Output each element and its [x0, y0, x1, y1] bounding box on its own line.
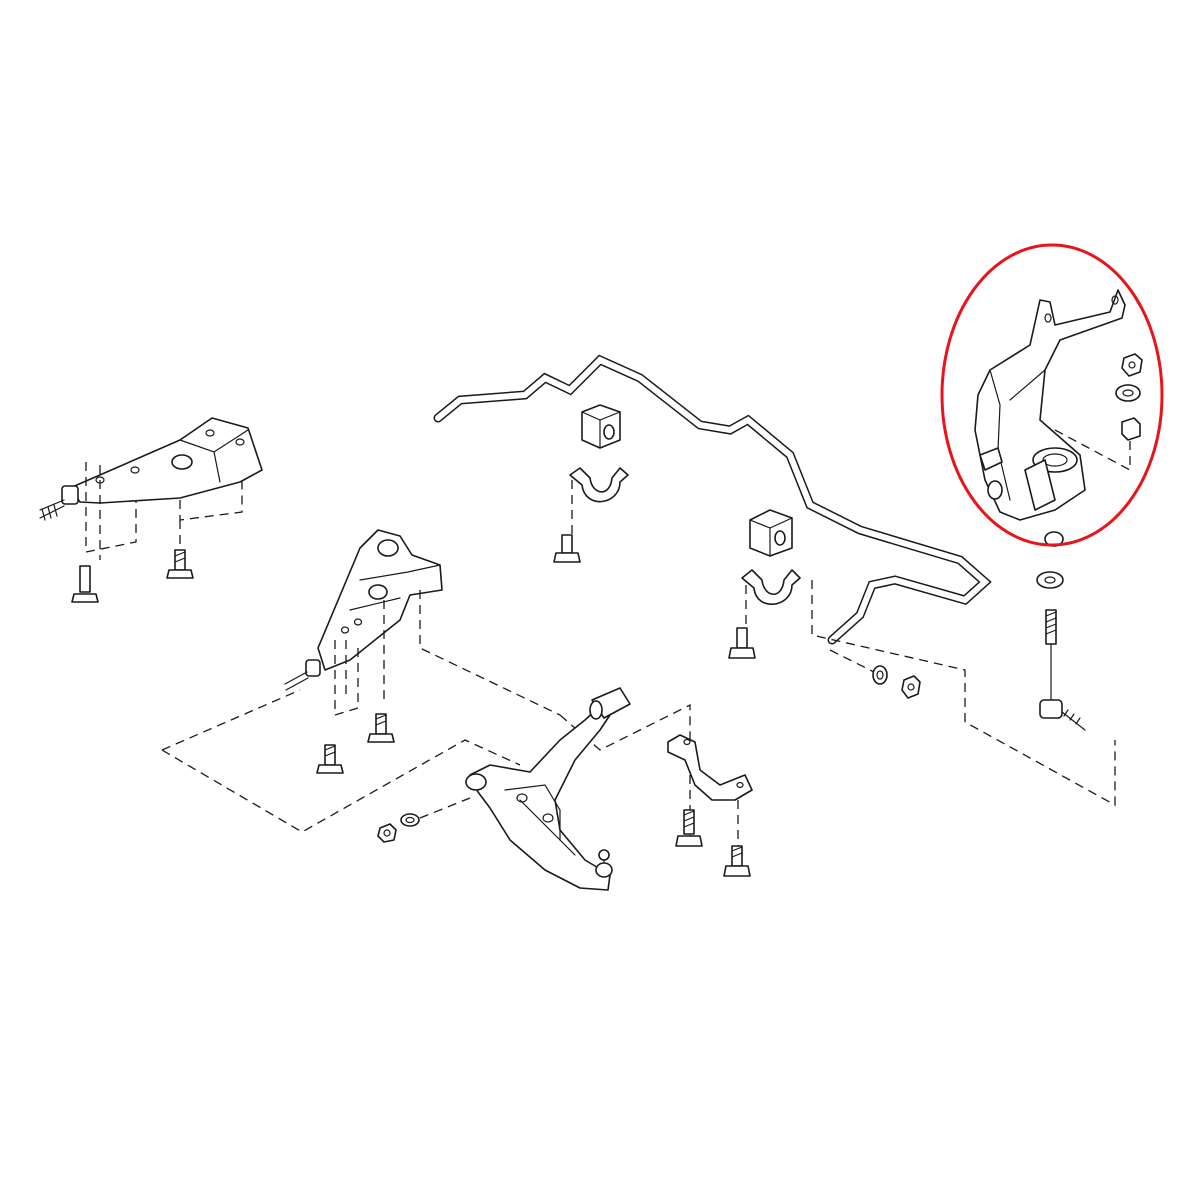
lower-control-arm	[465, 687, 631, 891]
mount-spacer	[1121, 417, 1141, 441]
center-bracket-dashed-guides	[334, 590, 561, 716]
highlight-circle	[940, 243, 1164, 547]
stabilizer-link	[1036, 531, 1086, 731]
retainer-bolt-1	[675, 809, 703, 847]
bushing-retainer-bracket	[667, 734, 753, 801]
stabilizer-bushing-1	[581, 404, 621, 449]
stabilizer-dashed-guides	[811, 580, 1116, 807]
stabilizer-nut	[901, 675, 921, 699]
stabilizer-bushing-2	[749, 509, 793, 557]
stabilizer-clamp-1	[569, 467, 629, 538]
mount-nut	[1121, 353, 1143, 377]
arm-nut	[377, 823, 397, 843]
compression-rod-bracket	[284, 529, 443, 691]
mount-bushing-washer	[1115, 384, 1141, 402]
center-bracket-bolt-2	[367, 713, 395, 743]
stabilizer-bar	[433, 354, 992, 645]
highlighted-mount-bracket	[974, 289, 1126, 521]
assembly-dashed-outline	[161, 689, 739, 850]
left-bracket-bolt-2	[166, 549, 194, 579]
stabilizer-clamp-1-bolt	[553, 534, 581, 563]
stabilizer-washer	[872, 665, 888, 685]
arm-washer	[400, 813, 420, 827]
stabilizer-clamp-2	[741, 569, 801, 630]
highlight-bracket-dashed-guides	[1054, 429, 1131, 472]
left-bracket-dashed-guides	[85, 462, 243, 560]
center-bracket-bolt-1	[316, 744, 344, 774]
left-bracket-bolt-1	[71, 565, 99, 603]
retainer-bolt-2	[723, 845, 751, 877]
stabilizer-clamp-2-bolt	[728, 627, 756, 659]
left-support-bracket	[39, 417, 263, 521]
